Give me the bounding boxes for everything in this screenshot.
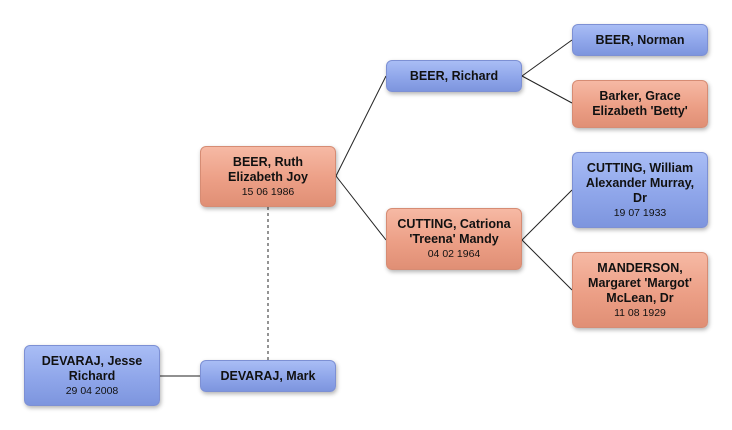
person-name: DEVARAJ, Jesse Richard [41, 353, 143, 383]
person-name: CUTTING, Catriona 'Treena' Mandy [397, 217, 511, 246]
person-box-william[interactable]: CUTTING, William Alexander Murray, Dr 19… [572, 152, 708, 228]
person-box-jesse[interactable]: DEVARAJ, Jesse Richard 29 04 2008 [24, 345, 160, 406]
link-richard-norman [521, 39, 573, 77]
person-box-norman[interactable]: BEER, Norman [572, 24, 708, 56]
person-box-grace[interactable]: Barker, Grace Elizabeth 'Betty' [572, 80, 708, 128]
person-name: MANDERSON, Margaret 'Margot' McLean, Dr [588, 260, 692, 305]
person-date: 11 08 1929 [614, 306, 666, 319]
person-name: DEVARAJ, Mark [220, 368, 316, 383]
link-ruth-richard [335, 75, 387, 177]
link-catriona-margaret [521, 239, 573, 291]
person-name: BEER, Richard [409, 68, 499, 83]
link-richard-grace [521, 75, 573, 104]
person-name: CUTTING, William Alexander Murray, Dr [585, 160, 695, 205]
person-name: Barker, Grace Elizabeth 'Betty' [592, 89, 688, 118]
person-name: BEER, Ruth Elizabeth Joy [228, 154, 308, 184]
person-box-ruth[interactable]: BEER, Ruth Elizabeth Joy 15 06 1986 [200, 146, 336, 207]
person-box-mark[interactable]: DEVARAJ, Mark [200, 360, 336, 392]
person-date: 04 02 1964 [427, 248, 481, 260]
person-box-richard[interactable]: BEER, Richard [386, 60, 522, 92]
person-date: 29 04 2008 [65, 384, 119, 397]
person-box-margaret[interactable]: MANDERSON, Margaret 'Margot' McLean, Dr … [572, 252, 708, 328]
person-box-catriona[interactable]: CUTTING, Catriona 'Treena' Mandy 04 02 1… [386, 208, 522, 270]
person-date: 19 07 1933 [613, 206, 667, 219]
link-ruth-catriona [335, 175, 387, 241]
person-date: 15 06 1986 [241, 185, 295, 198]
link-catriona-william [521, 189, 573, 241]
person-name: BEER, Norman [595, 32, 685, 47]
